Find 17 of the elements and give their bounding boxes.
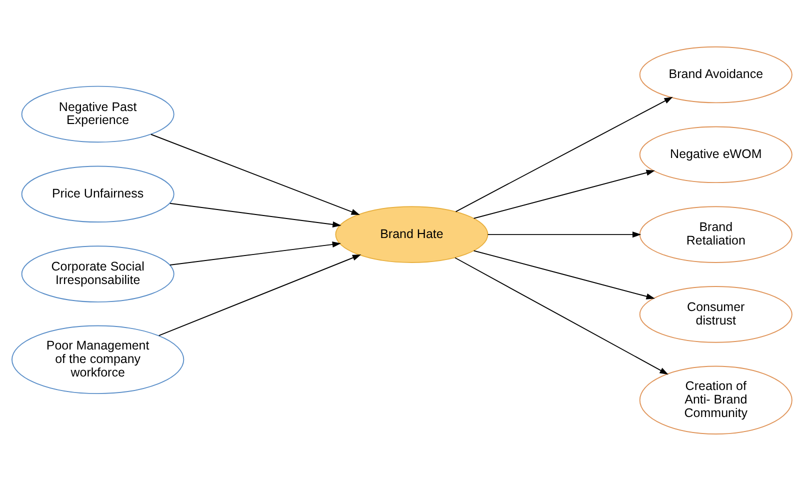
arrow (454, 256, 668, 374)
arrow (150, 133, 360, 214)
node-ellipse: Negative Past Experience (21, 85, 174, 142)
arrow (158, 254, 362, 336)
arrow (473, 250, 655, 299)
node-ellipse: Consumer distrust (639, 286, 792, 342)
node-ellipse: Negative eWOM (639, 126, 792, 183)
node-ellipse: Poor Management of the company workforce (12, 324, 184, 394)
arrow (455, 96, 673, 212)
node-ellipse: Brand Retaliation (639, 206, 792, 262)
arrow (169, 240, 342, 265)
arrow (487, 231, 642, 238)
node-ellipse: Price Unfairness (21, 165, 174, 222)
node-ellipse: Corporate Social Irresponsabilite (21, 245, 174, 302)
arrow (473, 169, 655, 218)
node-ellipse: Brand Hate (335, 206, 488, 262)
arrow (169, 202, 342, 227)
